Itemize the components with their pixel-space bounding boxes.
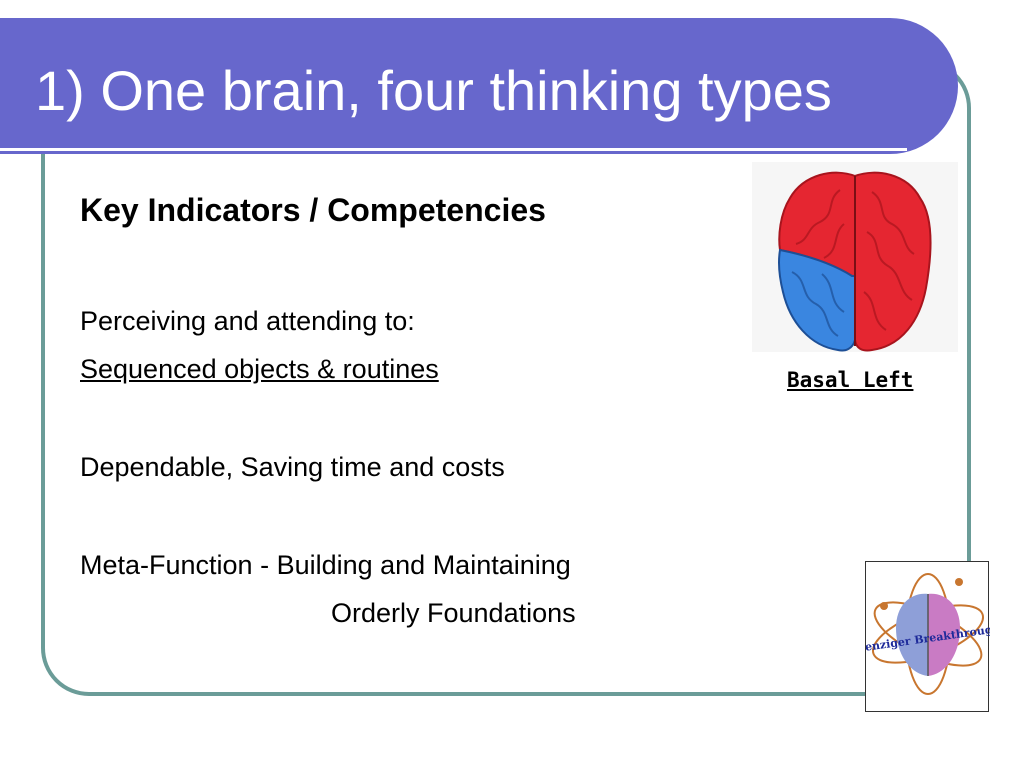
- logo-left-brain: [896, 593, 928, 676]
- orbit-node: [880, 602, 888, 610]
- benziger-logo: Benziger Breakthrough: [865, 561, 990, 712]
- benziger-logo-graphic: Benziger Breakthrough: [866, 573, 990, 695]
- orbit-node: [955, 578, 963, 586]
- title-underline: [0, 148, 907, 151]
- logo-right-brain: [928, 593, 960, 676]
- section-heading: Key Indicators / Competencies: [80, 192, 546, 228]
- brain-caption: Basal Left: [787, 368, 914, 392]
- brain-image: [752, 162, 958, 352]
- meta-function-line1: Meta-Function - Building and Maintaining: [80, 550, 571, 580]
- slide-title: 1) One brain, four thinking types: [35, 59, 832, 122]
- title-bar: 1) One brain, four thinking types: [0, 18, 958, 154]
- dependable-text: Dependable, Saving time and costs: [80, 452, 505, 482]
- perceiving-text: Perceiving and attending to:: [80, 306, 415, 336]
- sequenced-text: Sequenced objects & routines: [80, 354, 439, 384]
- meta-function-line2: Orderly Foundations: [331, 598, 576, 628]
